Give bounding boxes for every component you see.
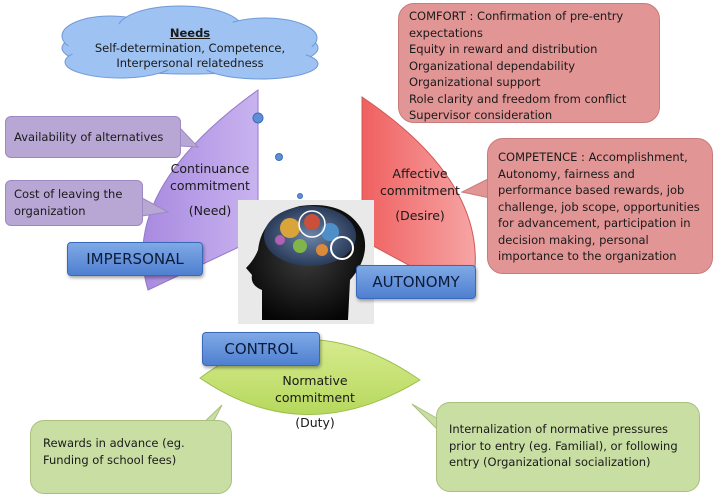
leaving-cost-callout: Cost of leaving the organization xyxy=(5,180,143,226)
comfort-line-5: Organizational support xyxy=(409,75,541,89)
leaving-cost-line-2: organization xyxy=(14,203,86,218)
comfort-line-7: Supervisor consideration xyxy=(409,108,553,122)
internalization-line-1: Internalization of normative pressures xyxy=(449,422,669,436)
affective-line-1: Affective xyxy=(392,166,448,181)
competence-line-2: Autonomy, fairness and xyxy=(498,166,635,181)
autonomy-tag: AUTONOMY xyxy=(356,265,476,299)
alternatives-pointer xyxy=(179,126,200,148)
competence-line-5: for advancement, participation in xyxy=(498,216,691,230)
continuance-sector xyxy=(142,89,259,291)
competence-line-3: performance based rewards, job xyxy=(498,183,685,197)
comfort-line-4: Organizational dependability xyxy=(409,58,576,73)
alternatives-text: Availability of alternatives xyxy=(14,130,164,144)
comfort-line-2: expectations xyxy=(409,25,483,40)
thought-bubble-large xyxy=(252,112,264,124)
competence-callout: COMPETENCE : Accomplishment, Autonomy, f… xyxy=(487,138,713,274)
alternatives-callout: Availability of alternatives xyxy=(5,116,181,158)
normative-line-2: commitment xyxy=(275,390,355,405)
thought-bubble-small xyxy=(297,193,303,199)
head-brain-icon xyxy=(238,200,374,324)
needs-line-1: Self-determination, Competence, xyxy=(94,41,286,55)
normative-sub: (Duty) xyxy=(295,415,335,430)
continuance-line-2: commitment xyxy=(170,178,250,193)
leaving-cost-line-1: Cost of leaving the xyxy=(14,187,123,201)
normative-label: Normative commitment (Duty) xyxy=(266,372,364,431)
comfort-line-6: Role clarity and freedom from conflict xyxy=(409,91,627,106)
competence-line-7: importance to the organization xyxy=(498,249,677,263)
competence-line-6: decision making, personal xyxy=(498,232,649,247)
comfort-callout: COMFORT : Confirmation of pre-entry expe… xyxy=(398,3,660,123)
control-tag: CONTROL xyxy=(202,332,320,366)
needs-title: Needs xyxy=(169,26,211,40)
needs-line-2: Interpersonal relatedness xyxy=(116,56,264,70)
normative-line-1: Normative xyxy=(282,373,348,388)
comfort-line-3: Equity in reward and distribution xyxy=(409,42,598,56)
competence-line-4: challenge, job scope, opportunities xyxy=(498,199,700,214)
comfort-line-1: COMFORT : Confirmation of pre-entry xyxy=(409,9,624,23)
thought-bubble-medium xyxy=(275,153,283,161)
internalization-callout: Internalization of normative pressures p… xyxy=(436,402,700,492)
rewards-advance-callout: Rewards in advance (eg. Funding of schoo… xyxy=(30,420,232,494)
affective-label: Affective commitment (Desire) xyxy=(372,165,468,224)
impersonal-tag: IMPERSONAL xyxy=(67,242,203,276)
needs-cloud-shape xyxy=(61,5,319,80)
internalization-line-3: entry (Organizational socialization) xyxy=(449,455,651,469)
affective-sub: (Desire) xyxy=(395,208,445,223)
continuance-line-1: Continuance xyxy=(170,161,250,176)
rewards-line-1: Rewards in advance (eg. xyxy=(43,436,185,450)
continuance-sub: (Need) xyxy=(188,203,232,218)
rewards-line-2: Funding of school fees) xyxy=(43,452,177,467)
affective-line-2: commitment xyxy=(380,183,460,198)
internalization-line-2: prior to entry (eg. Familial), or follow… xyxy=(449,438,678,453)
continuance-label: Continuance commitment (Need) xyxy=(162,160,258,219)
needs-cloud: Needs Self-determination, Competence, In… xyxy=(72,26,308,71)
competence-line-1: COMPETENCE : Accomplishment, xyxy=(498,150,688,164)
